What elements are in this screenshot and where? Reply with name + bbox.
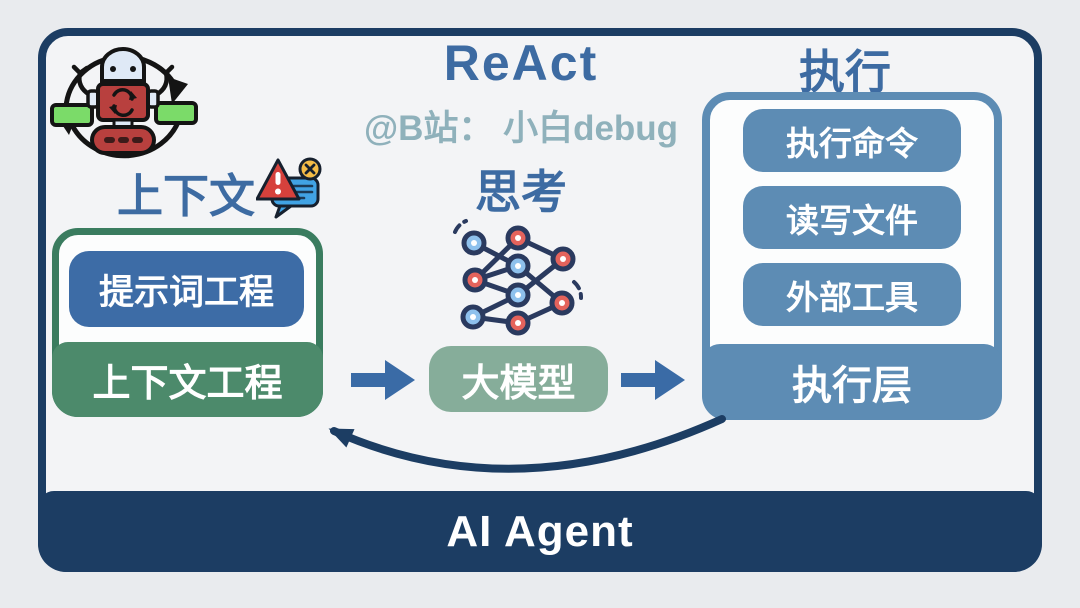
- ai-agent-bar: AI Agent: [38, 491, 1042, 572]
- execution-item-list: 执行命令 读写文件 外部工具: [743, 109, 961, 340]
- think-heading: 思考: [475, 166, 567, 218]
- execution-panel: 执行命令 读写文件 外部工具 执行层: [702, 92, 1002, 420]
- model-box: 大模型: [429, 346, 608, 412]
- context-panel: 提示词工程 上下文工程: [52, 228, 323, 417]
- execution-item: 读写文件: [743, 186, 961, 249]
- execution-item: 执行命令: [743, 109, 961, 172]
- prompt-engineering-box: 提示词工程: [69, 251, 304, 327]
- react-title: ReAct: [443, 35, 599, 91]
- execute-heading: 执行: [799, 46, 891, 98]
- execution-item: 外部工具: [743, 263, 961, 326]
- execution-layer-footer: 执行层: [702, 344, 1002, 420]
- arrow-right-icon: [351, 360, 415, 400]
- robot-cycle-icon: [50, 47, 198, 159]
- context-heading: 上下文: [117, 170, 255, 222]
- context-engineering-footer: 上下文工程: [52, 342, 323, 417]
- neural-network-icon: [453, 219, 583, 336]
- warning-chat-icon: [256, 157, 322, 219]
- bilibili-subtitle: @B站： 小白debug: [363, 109, 679, 148]
- arrow-right-icon: [621, 360, 685, 400]
